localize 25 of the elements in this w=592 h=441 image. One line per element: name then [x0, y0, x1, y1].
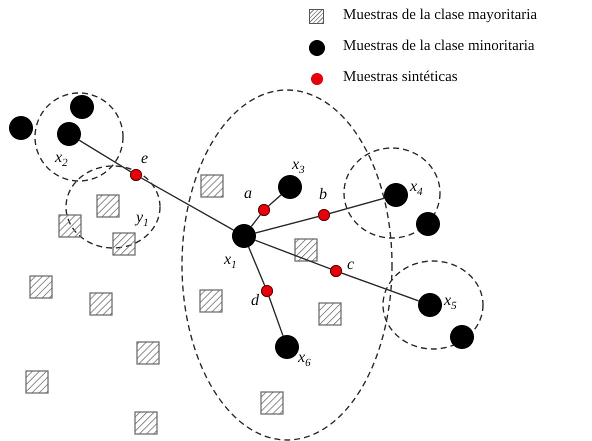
point-label: x$_{4}$	[410, 179, 423, 200]
connecting-line	[341, 272, 419, 302]
connecting-line	[330, 198, 385, 214]
connecting-line	[78, 140, 132, 172]
point-label: b	[319, 187, 327, 203]
point-label: x$_{5}$	[444, 293, 457, 314]
connecting-line	[250, 214, 261, 227]
connecting-line	[268, 194, 282, 207]
connecting-line	[268, 296, 284, 336]
point-label: y$_{1}$	[136, 210, 149, 232]
connecting-line	[140, 177, 234, 231]
point-label: x$_{6}$	[298, 350, 311, 372]
point-label: d	[251, 293, 259, 309]
connecting-line	[248, 246, 266, 286]
connecting-line	[254, 240, 331, 270]
point-label: e	[141, 151, 148, 167]
legend-text: Muestras de la clase minoritaria	[343, 38, 535, 55]
connecting-line	[255, 216, 318, 234]
legend-text: Muestras sintéticas	[343, 69, 458, 86]
point-label: a	[244, 186, 252, 202]
point-label: x$_{1}$	[224, 252, 237, 274]
point-label: x$_{3}$	[292, 157, 305, 178]
point-label: c	[347, 257, 354, 273]
legend-text: Muestras de la clase mayoritaria	[343, 7, 538, 24]
point-label: x$_{2}$	[55, 150, 68, 172]
